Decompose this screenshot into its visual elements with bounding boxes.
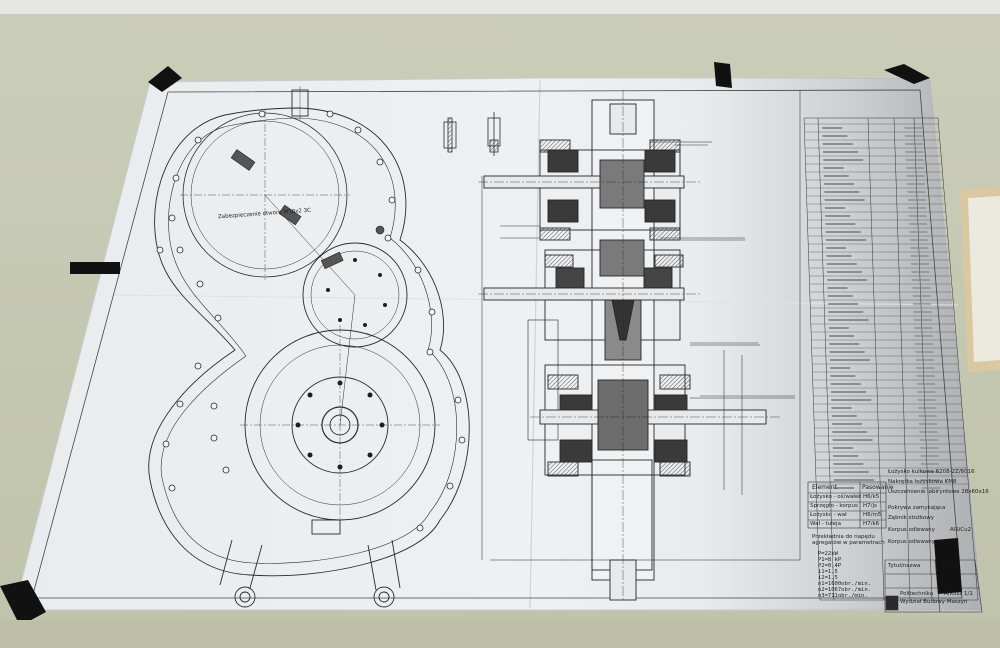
wall-bottom bbox=[0, 620, 1000, 648]
title-block bbox=[884, 559, 983, 613]
ceiling-strip bbox=[0, 0, 1000, 14]
parts-list-table bbox=[803, 117, 979, 601]
bearing-cover-bolts bbox=[295, 258, 387, 470]
fits-table bbox=[807, 481, 887, 529]
drain-plugs bbox=[230, 149, 385, 270]
drawing-border bbox=[31, 89, 963, 599]
section-annotations bbox=[500, 144, 795, 397]
picture-frame bbox=[960, 186, 1000, 372]
detail-drawings bbox=[443, 112, 501, 156]
fold-crease bbox=[529, 79, 541, 609]
parts-list-rows bbox=[804, 123, 969, 489]
section-view bbox=[478, 90, 801, 601]
bolt-holes bbox=[156, 110, 466, 532]
tape-strips bbox=[0, 62, 962, 626]
